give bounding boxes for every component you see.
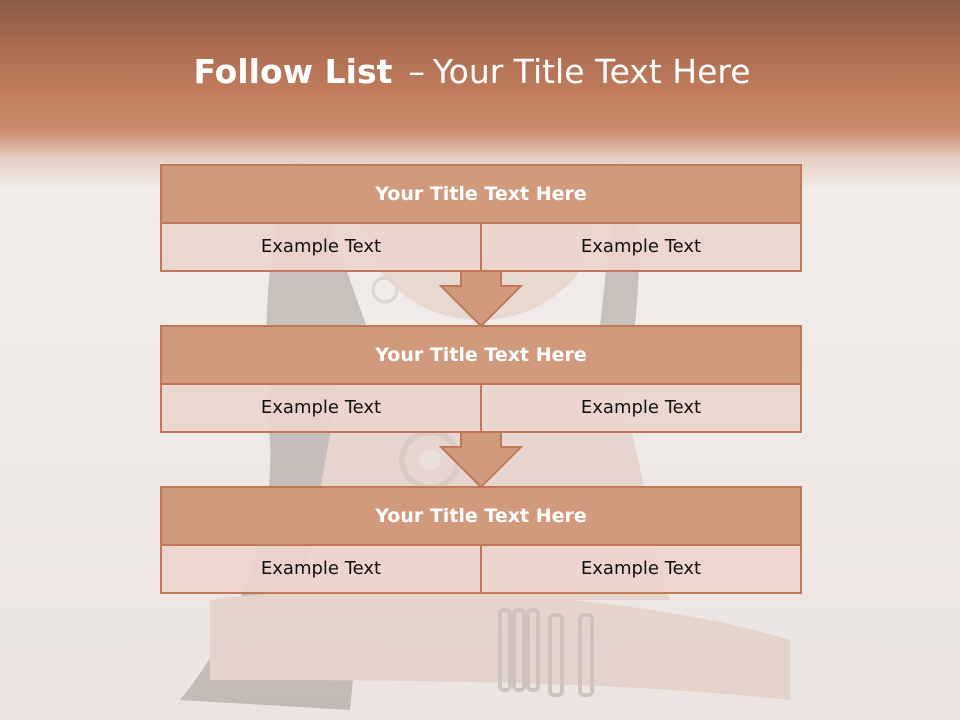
block-cell-left: Example Text: [162, 385, 482, 431]
slide-title: Follow List–Your Title Text Here: [0, 52, 944, 91]
slide-title-bold: Follow List: [193, 52, 393, 91]
block-cell-right: Example Text: [482, 546, 800, 592]
block-title: Your Title Text Here: [162, 327, 800, 385]
block-row: Example Text Example Text: [162, 546, 800, 592]
down-arrow-icon: [439, 431, 523, 489]
block-row: Example Text Example Text: [162, 385, 800, 431]
down-arrow-icon: [439, 270, 523, 328]
block-cell-right: Example Text: [482, 224, 800, 270]
list-block-3: Your Title Text Here Example Text Exampl…: [160, 486, 802, 594]
block-cell-right: Example Text: [482, 385, 800, 431]
block-cell-left: Example Text: [162, 224, 482, 270]
list-block-2: Your Title Text Here Example Text Exampl…: [160, 325, 802, 433]
block-cell-left: Example Text: [162, 546, 482, 592]
slide-title-separator: –: [408, 52, 425, 91]
slide-title-rest: Your Title Text Here: [432, 52, 751, 91]
block-title: Your Title Text Here: [162, 166, 800, 224]
header-band: [0, 0, 960, 190]
block-row: Example Text Example Text: [162, 224, 800, 270]
list-block-1: Your Title Text Here Example Text Exampl…: [160, 164, 802, 272]
block-title: Your Title Text Here: [162, 488, 800, 546]
